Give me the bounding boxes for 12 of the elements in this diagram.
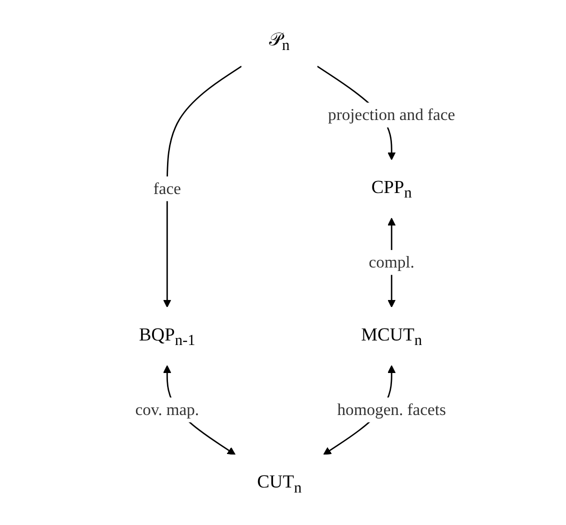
node-text: CUT$_{n}$ xyxy=(256,472,302,496)
node-text: CPP$_{n}$ xyxy=(371,177,412,202)
node-text: 𝒫$_{n}$ xyxy=(268,30,290,54)
edge-label: cov. map. xyxy=(134,400,199,419)
arrow xyxy=(162,66,242,308)
edge-label: compl. xyxy=(368,252,414,272)
node-text: BQP$_{n-1}$ xyxy=(138,324,196,349)
edge-label: projection and face xyxy=(328,105,455,124)
edge-label: homogen. facets xyxy=(337,400,446,419)
node-text: MCUT$_{n}$ xyxy=(360,324,422,349)
edge-label: face xyxy=(153,179,181,198)
diagram: projection and face face compl. cov. map. homogen. facets 𝒫$_{n}$ CPP$_{n}$ BQP$_{n-1}$ MCUT$_{n}$ CUT$_{n}$ xyxy=(104,5,462,520)
